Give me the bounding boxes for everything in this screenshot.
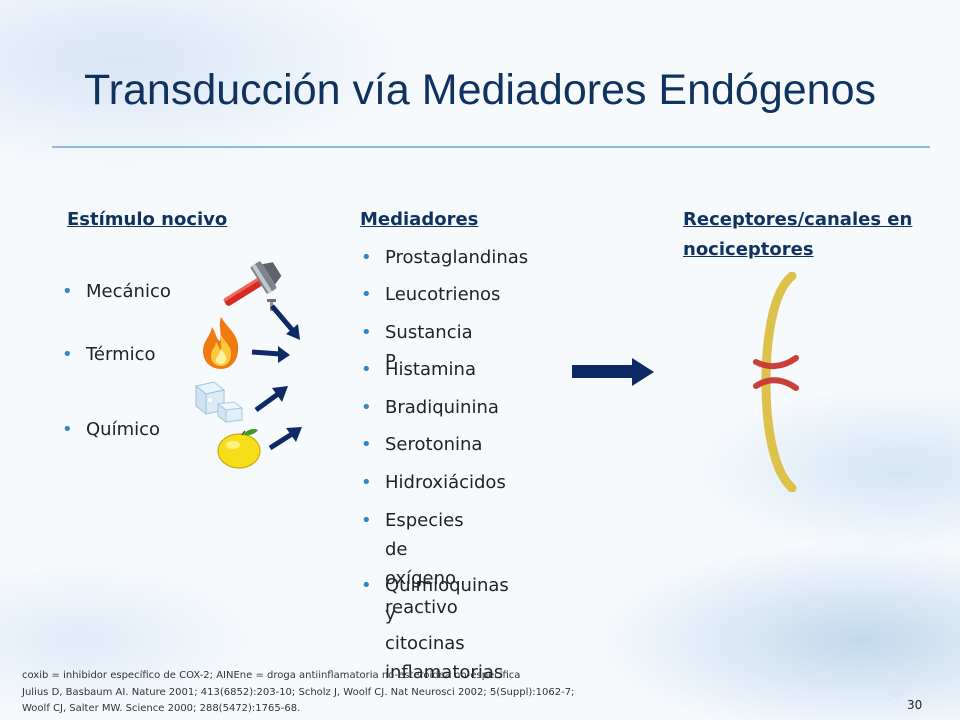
- stimulus-item-mechanical: Mecánico: [60, 277, 171, 306]
- mediator-item: Histamina: [359, 355, 476, 384]
- footnote-line: coxib = inhibidor específico de COX-2; A…: [22, 670, 521, 681]
- footnote-line: Julius D, Basbaum AI. Nature 2001; 413(6…: [22, 686, 575, 698]
- page-number-shadow: 30: [886, 689, 903, 704]
- stimulus-item-thermal: Térmico: [60, 340, 156, 369]
- receptor-channel-icon: [753, 272, 799, 492]
- ice-cubes-icon: [194, 381, 244, 423]
- arrow-right-icon: [251, 346, 290, 363]
- mediator-item-line: Quimioquinas y: [385, 575, 509, 625]
- arrow-right-icon: [270, 304, 300, 340]
- arrow-right-icon: [254, 386, 288, 413]
- arrow-right-icon: [268, 427, 302, 451]
- receptors-heading-line: Receptores/canales en: [683, 209, 913, 230]
- receptors-heading-line: nociceptores: [683, 239, 814, 260]
- hammer-icon: [223, 261, 282, 311]
- stimulus-item-chemical: Químico: [60, 415, 160, 444]
- footnote-line: Woolf CJ, Salter MW. Science 2000; 288(5…: [22, 703, 301, 714]
- mediator-item: Bradiquinina: [359, 393, 499, 422]
- page-number: 30: [907, 698, 923, 712]
- arrow-right-icon: [572, 358, 654, 386]
- title-divider: [52, 146, 930, 148]
- mediator-item: Prostaglandinas: [359, 243, 528, 272]
- footnote: coxib = inhibidor específico de COX-2; A…: [22, 668, 822, 718]
- mediators-heading: Mediadores: [360, 209, 479, 230]
- receptors-heading: Receptores/canales en nociceptores: [683, 205, 912, 265]
- mediator-item-line: citocinas inflamatorias: [385, 633, 504, 683]
- mediator-item: Serotonina: [359, 430, 482, 459]
- mediator-item: Leucotrienos: [359, 280, 500, 309]
- lemon-icon: [217, 429, 261, 469]
- slide-title: Transducción vía Mediadores Endógenos: [84, 66, 876, 114]
- mediator-item: Quimioquinas y citocinas inflamatorias: [359, 571, 509, 687]
- stimulus-heading: Estímulo nocivo: [67, 209, 228, 230]
- flame-icon: [203, 317, 239, 369]
- mediator-item: Hidroxiácidos: [359, 468, 506, 497]
